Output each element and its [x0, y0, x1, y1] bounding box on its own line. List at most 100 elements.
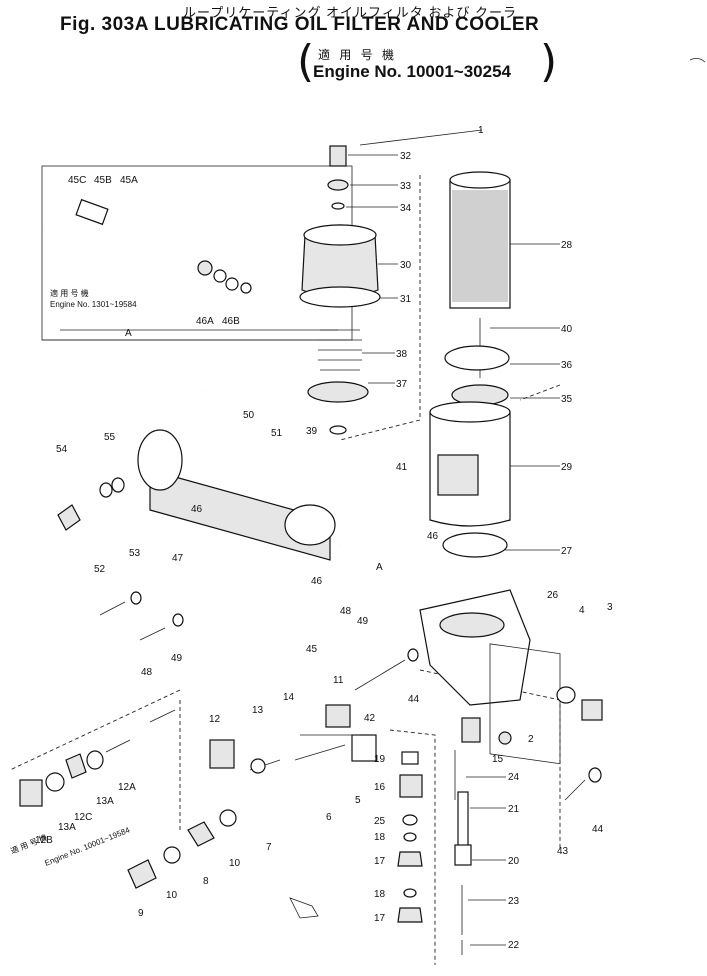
nut-17a [397, 851, 423, 867]
callout-44b: 44 [592, 824, 604, 835]
callout-34: 34 [400, 203, 412, 214]
callout-55: 55 [104, 432, 116, 443]
callout-16: 16 [374, 782, 386, 793]
inset-applicability-jp: 適 用 号 機 [50, 288, 89, 298]
valve-5 [351, 734, 377, 762]
spring-6 [294, 744, 346, 761]
callout-33: 33 [400, 181, 412, 192]
washer-53 [130, 591, 142, 605]
callout-2: 2 [528, 734, 534, 745]
label-plate-41 [437, 454, 479, 496]
nut-12c [65, 753, 87, 779]
left-parenthesis: ( [297, 36, 315, 87]
o-ring-39 [329, 425, 347, 435]
callout-49a: 49 [357, 616, 369, 627]
callout-43: 43 [557, 846, 569, 857]
assembly-boundary [339, 175, 421, 441]
callout-41: 41 [396, 462, 408, 473]
callout-48b: 48 [141, 667, 153, 678]
spring-38 [318, 329, 362, 371]
washer-25 [402, 814, 418, 826]
callout-24: 24 [508, 772, 520, 783]
callout-25: 25 [374, 816, 386, 827]
callout-13: 13 [252, 705, 264, 716]
callout-18a: 18 [374, 832, 386, 843]
plug-12a [105, 739, 131, 753]
callout-12c: 12C [74, 812, 92, 823]
callout-48a: 48 [340, 606, 352, 617]
sleeve-11 [325, 704, 351, 728]
bolt-42 [354, 659, 406, 691]
callout-7: 7 [266, 842, 272, 853]
gasket-4 [556, 686, 576, 704]
cap-nut-12b [19, 779, 43, 807]
callout-6: 6 [326, 812, 332, 823]
nut-8 [187, 821, 215, 847]
callout-31: 31 [400, 294, 412, 305]
callout-28: 28 [561, 240, 573, 251]
gasket-19 [401, 751, 419, 765]
inset-engine-note: Engine No. 1301~19584 [50, 300, 137, 309]
cooler-element-50 [149, 469, 331, 561]
callout-51: 51 [271, 428, 283, 439]
direction-arrow [289, 897, 319, 919]
right-parenthesis: ) [540, 36, 558, 87]
washer-18a [403, 832, 417, 842]
callout-46b: 46 [311, 576, 323, 587]
gasket-33 [327, 179, 349, 191]
wing-nut-54 [57, 504, 81, 531]
callout-36: 36 [561, 360, 573, 371]
washer-13a [45, 772, 65, 792]
inset-label-a: A [125, 328, 132, 339]
mounting-hardware [57, 477, 602, 801]
oil-cooler-assembly [137, 388, 421, 622]
plug-2 [498, 731, 512, 745]
inset-label-45a: 45A [120, 175, 138, 186]
bolt-43 [564, 779, 586, 801]
callout-13a-2: 13A [96, 796, 114, 807]
callout-5: 5 [355, 795, 361, 806]
callout-1: 1 [478, 125, 484, 136]
callout-54: 54 [56, 444, 68, 455]
bolt-48 [139, 627, 166, 641]
callout-10a: 10 [229, 858, 241, 869]
valve-body-16 [399, 774, 423, 798]
gasket-26 [489, 643, 561, 765]
spring-seat-37 [307, 381, 369, 403]
callout-45: 45 [306, 644, 318, 655]
callout-11: 11 [333, 675, 344, 686]
spring-inset [149, 709, 176, 723]
washer-49 [172, 613, 184, 627]
callout-20: 20 [508, 856, 520, 867]
callout-10b: 10 [166, 890, 178, 901]
top-inset: 45C 45B 45A 46A 46B A 適 用 号 機 Engine No.… [41, 165, 353, 341]
filter-head [419, 589, 603, 765]
bolt-52 [99, 601, 126, 616]
plug-15 [461, 717, 481, 743]
callout-9: 9 [138, 908, 144, 919]
washer-55 [99, 482, 113, 498]
filter-element-assembly [429, 171, 511, 558]
o-ring-13 [250, 758, 266, 774]
washer-10b [163, 846, 181, 864]
callout-3: 3 [607, 602, 613, 613]
callout-35: 35 [561, 394, 573, 405]
gasket-31 [299, 286, 381, 308]
inset-label-46b: 46B [222, 316, 240, 327]
callout-38: 38 [396, 349, 408, 360]
callout-12b: 12B [35, 835, 53, 846]
figure-title: Fig. 303A LUBRICATING OIL FILTER AND COO… [60, 14, 540, 35]
callout-46c: 46 [427, 531, 439, 542]
callout-40: 40 [561, 324, 573, 335]
nut-17b [397, 907, 423, 923]
filter-cap-assembly [299, 145, 381, 435]
plug-12 [209, 739, 235, 769]
inset-label-45b: 45B [94, 175, 112, 186]
callout-26: 26 [547, 590, 559, 601]
japanese-title: ループリケーティング オイルフィルタ および クーラ [183, 5, 518, 20]
callout-47: 47 [172, 553, 184, 564]
washer-13a-b [86, 750, 104, 770]
bottom-inset: 適 用 号 機 Engine No. 10001~19584 [9, 709, 176, 868]
washer-44b [588, 767, 602, 783]
